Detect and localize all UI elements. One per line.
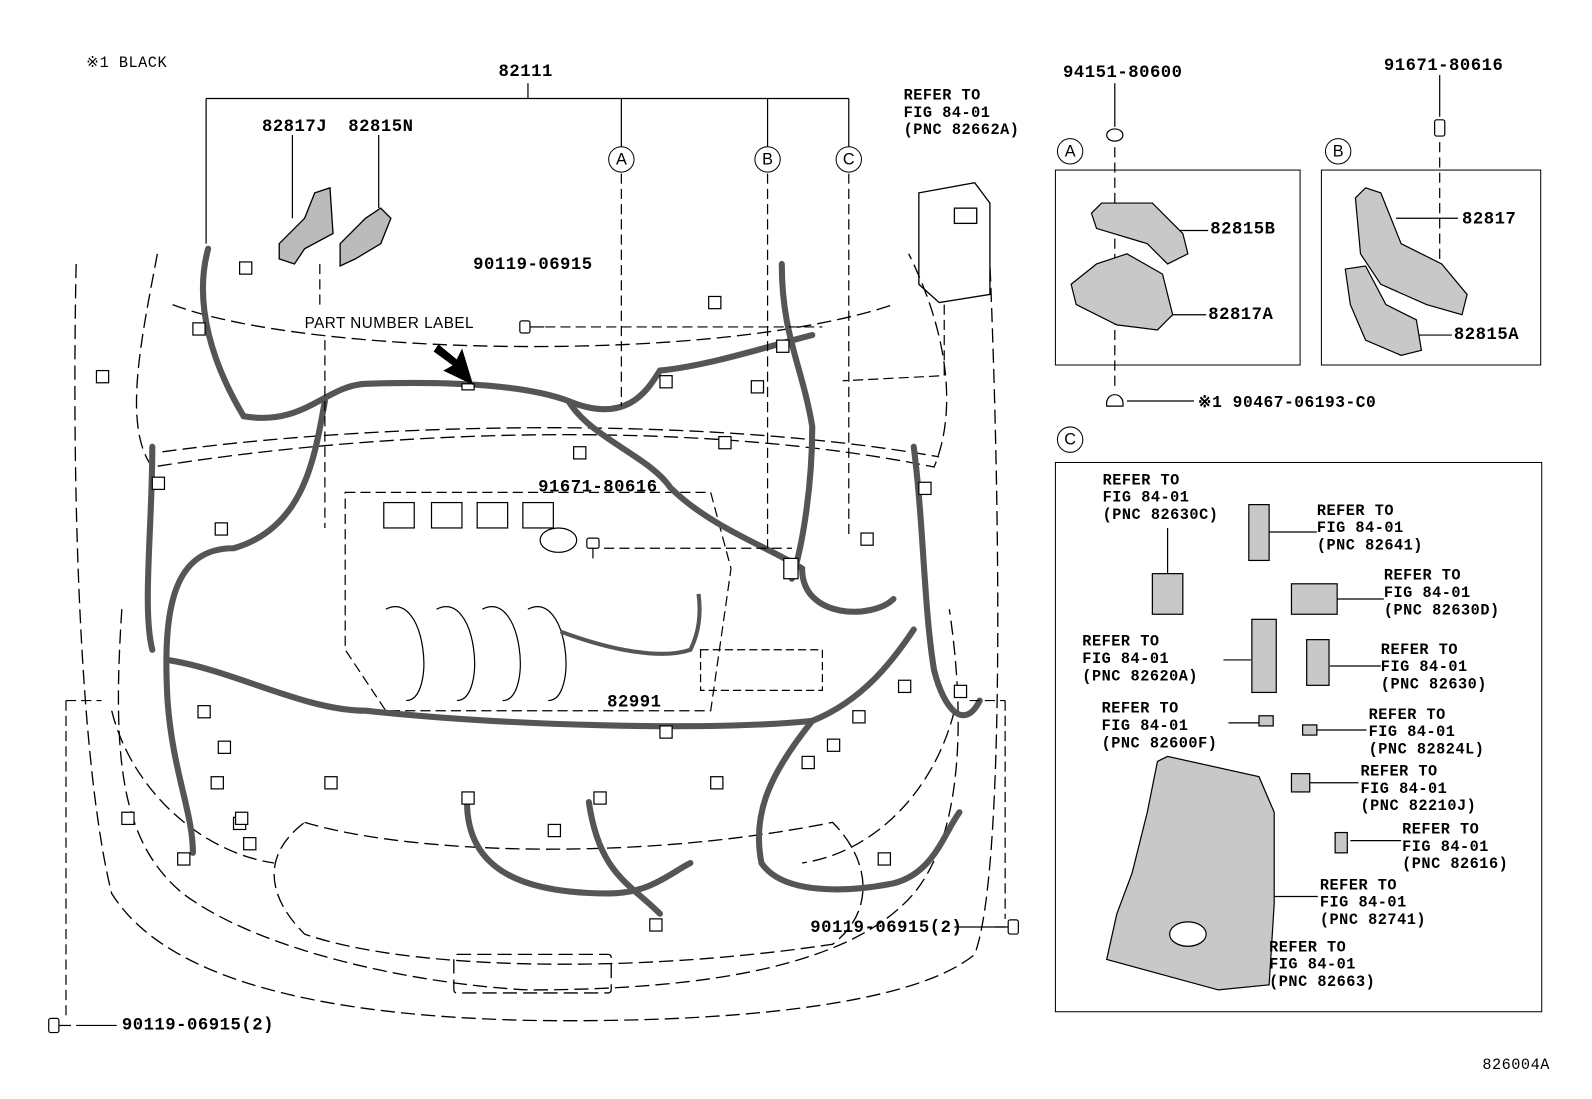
ref-line-3: (PNC 82630) <box>1380 676 1487 694</box>
part-label-82817a: 82817A <box>1208 305 1274 325</box>
ref-line-1: REFER TO <box>1383 567 1462 585</box>
ref-line-1: REFER TO <box>903 87 981 105</box>
connectors <box>95 261 968 932</box>
ref-line-1: REFER TO <box>1360 763 1438 781</box>
ref-line-2: FIG 84-01 <box>1383 584 1471 603</box>
ref-line-3: (PNC 82663) <box>1269 973 1376 991</box>
callout-b: B <box>754 146 781 173</box>
bolt-label-b: 91671-80616 <box>1383 56 1504 77</box>
ref-line-1: REFER TO <box>1380 641 1458 659</box>
detail-c-callout: C <box>1056 426 1084 453</box>
part-label-82815n: 82815N <box>348 117 414 138</box>
bolt-label-engine: 91671-80616 <box>538 478 658 498</box>
bolt-label-top: 90119-06915 <box>473 255 593 276</box>
ref-line-1: REFER TO <box>1102 472 1180 490</box>
detail-a-callout: A <box>1056 138 1084 165</box>
detail-c-lines <box>1166 527 1402 960</box>
figure-id: 826004A <box>1482 1056 1550 1075</box>
part-number-label-arrow <box>433 344 474 386</box>
engine <box>344 491 824 712</box>
ref-line-2: FIG 84-01 <box>903 104 991 122</box>
bolt-icon-left <box>48 1017 72 1034</box>
part-82815n-sketch <box>339 207 392 268</box>
detail-b-callout: B <box>1324 138 1352 165</box>
ref-line-2: FIG 84-01 <box>1082 650 1170 669</box>
clip-label-bottom: ※1 90467-06193-C0 <box>1198 393 1377 413</box>
part-number-label-text: PART NUMBER LABEL <box>304 314 475 333</box>
ref-line-1: REFER TO <box>1316 502 1395 520</box>
ref-line-3: (PNC 82630D) <box>1383 602 1500 620</box>
ref-line-2: FIG 84-01 <box>1319 894 1407 912</box>
ref-line-1: REFER TO <box>1368 706 1446 724</box>
ecu-reference: REFER TO FIG 84-01 (PNC 82662A) <box>904 87 1020 139</box>
part-label-82817j: 82817J <box>261 117 328 138</box>
ref-line-3: (PNC 82616) <box>1402 855 1509 874</box>
detail-c-box <box>1054 461 1543 1013</box>
car-body-outline <box>74 253 999 1022</box>
ref-line-3: (PNC 82210J) <box>1360 798 1477 816</box>
detail-ab-parts <box>1070 187 1468 356</box>
ref-line-2: FIG 84-01 <box>1380 658 1468 677</box>
ref-line-1: REFER TO <box>1082 633 1160 651</box>
ref-line-3: (PNC 82662A) <box>903 121 1020 140</box>
part-label-82817: 82817 <box>1462 210 1517 230</box>
bolt-icon <box>519 320 545 334</box>
ref-line-2: FIG 84-01 <box>1102 489 1190 507</box>
ref-line-3: (PNC 82630C) <box>1102 506 1219 524</box>
leader-lines <box>65 83 1006 1027</box>
ref-line-3: (PNC 82620A) <box>1082 668 1199 686</box>
bolt-icon-right <box>994 919 1019 935</box>
ref-line-1: REFER TO <box>1402 821 1480 839</box>
callout-a: A <box>608 146 635 173</box>
ref-line-3: (PNC 82824L) <box>1368 741 1485 759</box>
ref-line-3: (PNC 82741) <box>1319 911 1427 929</box>
ref-line-3: (PNC 82600F) <box>1101 735 1218 753</box>
ref-line-2: FIG 84-01 <box>1402 838 1489 856</box>
part-label-82815a: 82815A <box>1453 325 1520 346</box>
part-82817j-sketch <box>278 186 334 265</box>
ref-line-3: (PNC 82641) <box>1316 537 1423 555</box>
ref-line-2: FIG 84-01 <box>1269 956 1356 974</box>
part-label-82815b: 82815B <box>1210 220 1276 240</box>
part-label-82991: 82991 <box>607 693 662 713</box>
bolt-label-left: 90119-06915(2) <box>121 1016 274 1036</box>
bolt-label-right: 90119-06915(2) <box>810 918 963 939</box>
legend-note: ※1 BLACK <box>86 54 168 73</box>
ref-line-1: REFER TO <box>1101 700 1179 718</box>
detail-a-box <box>1054 169 1301 366</box>
harness-part-number: 82111 <box>498 62 553 83</box>
ref-line-2: FIG 84-01 <box>1316 519 1404 538</box>
wire-harness <box>144 245 983 917</box>
ref-line-2: FIG 84-01 <box>1368 723 1456 742</box>
bolt-icon-engine <box>586 537 600 559</box>
detail-c-parts <box>1105 503 1348 991</box>
callout-c: C <box>835 146 862 173</box>
ground-wire <box>559 593 702 656</box>
detail-ab-lines <box>1106 75 1458 407</box>
detail-b-box <box>1320 169 1542 366</box>
ecu-box <box>918 182 991 304</box>
ref-line-1: REFER TO <box>1269 939 1347 957</box>
ref-line-2: FIG 84-01 <box>1101 717 1189 736</box>
ref-line-1: REFER TO <box>1319 877 1398 895</box>
ref-line-2: FIG 84-01 <box>1360 780 1448 799</box>
clip-label-a: 94151-80600 <box>1063 63 1183 84</box>
